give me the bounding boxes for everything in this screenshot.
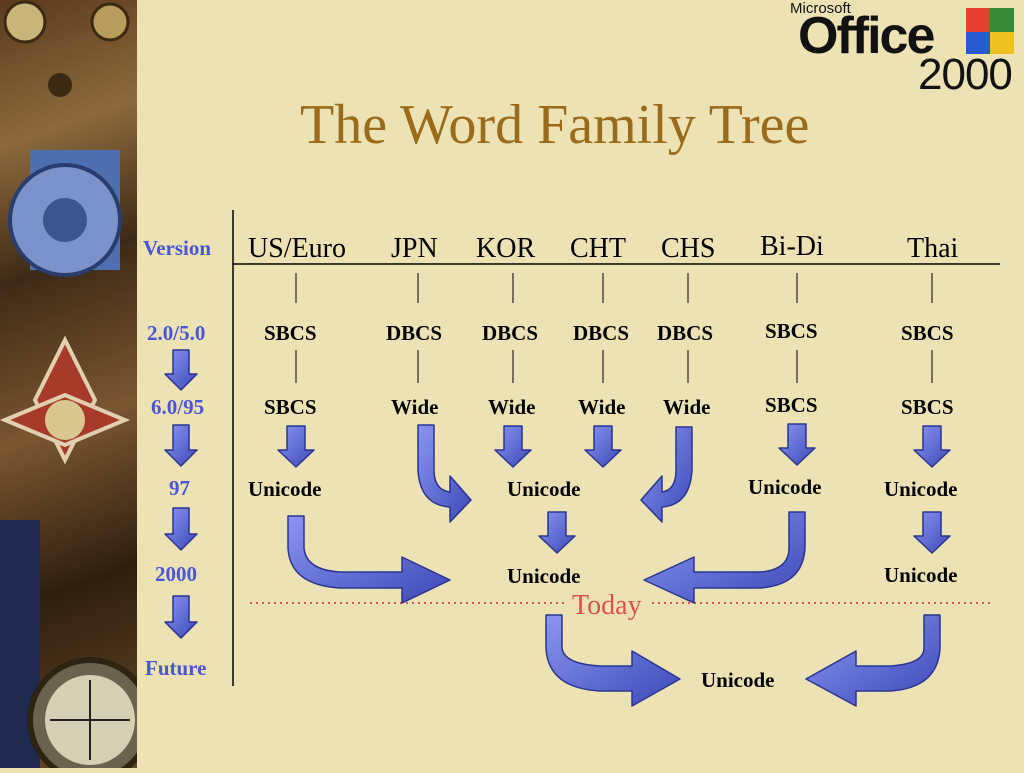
down-arrow-thai-1	[913, 425, 951, 468]
today-label: Today	[566, 590, 648, 622]
cell-97-useuro: Unicode	[248, 477, 322, 501]
cell-6-0-thai: SBCS	[901, 395, 954, 419]
timeline-arrow-2	[164, 424, 198, 467]
cell-6-0-bidi: SBCS	[765, 393, 818, 417]
cell-6-0-kor: Wide	[488, 395, 536, 419]
version-label: Future	[145, 656, 207, 680]
logo-year-text: 2000	[918, 50, 1013, 99]
curved-arrow-chs	[640, 426, 693, 523]
cell-2-0-kor: DBCS	[482, 321, 539, 345]
down-arrow-cht	[584, 425, 622, 468]
logo-microsoft-text: Microsoft	[790, 0, 851, 17]
page-title: The Word Family Tree	[300, 94, 810, 156]
cell-2000-thai: Unicode	[884, 563, 958, 587]
curved-arrow-main-future	[545, 614, 681, 707]
connector-lines	[295, 273, 933, 383]
column-header-kor: KOR	[476, 233, 536, 264]
column-header-bidi: Bi-Di	[760, 231, 824, 262]
curved-arrow-useuro	[287, 515, 451, 604]
column-header-cht: CHT	[570, 233, 626, 264]
cell-future: Unicode	[701, 668, 775, 692]
curved-arrow-jpn	[417, 424, 472, 523]
cell-97-asian: Unicode	[507, 477, 581, 501]
cell-2-0-jpn: DBCS	[386, 321, 443, 345]
cell-6-0-jpn: Wide	[391, 395, 439, 419]
down-arrow-kor	[494, 425, 532, 468]
version-label: 6.0/95	[151, 395, 205, 419]
curved-arrow-bidi	[643, 511, 806, 604]
cell-97-bidi: Unicode	[748, 475, 822, 499]
version-label: 97	[169, 476, 190, 500]
version-label: 2.0/5.0	[147, 321, 206, 345]
column-header-chs: CHS	[661, 233, 716, 264]
medal-illustration	[0, 0, 153, 773]
cell-6-0-cht: Wide	[578, 395, 626, 419]
version-header: Version	[143, 236, 212, 260]
logo-office-text: Office	[798, 7, 935, 65]
down-arrow-bidi	[778, 423, 816, 466]
timeline-arrow-3	[164, 507, 198, 551]
cell-2-0-thai: SBCS	[901, 321, 954, 345]
cell-2000-main: Unicode	[507, 564, 581, 588]
cell-2-0-bidi: SBCS	[765, 319, 818, 343]
column-header-thai: Thai	[907, 233, 959, 264]
timeline-arrow-4	[164, 595, 198, 639]
column-header-jpn: JPN	[391, 233, 438, 264]
cell-97-thai: Unicode	[884, 477, 958, 501]
column-header-useuro: US/Euro	[248, 233, 346, 264]
version-label: 2000	[155, 562, 197, 586]
decorative-medal-photo	[0, 0, 153, 773]
down-arrow-asian	[538, 511, 576, 554]
cell-2-0-chs: DBCS	[657, 321, 714, 345]
cell-6-0-useuro: SBCS	[264, 395, 317, 419]
timeline-arrow-1	[164, 349, 198, 391]
down-arrow-thai-2	[913, 511, 951, 554]
down-arrow-useuro	[277, 425, 315, 468]
cell-2-0-cht: DBCS	[573, 321, 630, 345]
cell-2-0-useuro: SBCS	[264, 321, 317, 345]
cell-6-0-chs: Wide	[663, 395, 711, 419]
arrows	[164, 349, 951, 707]
curved-arrow-thai-future	[805, 614, 941, 707]
